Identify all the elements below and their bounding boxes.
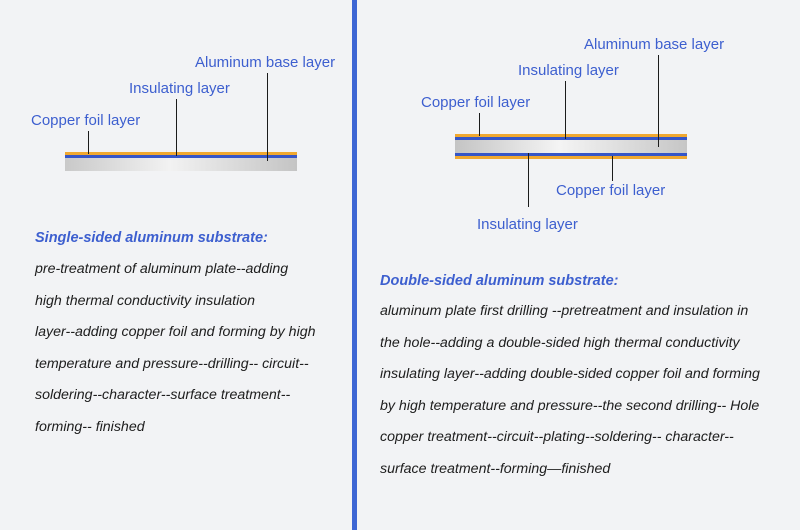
process-line: forming-- finished: [35, 418, 145, 435]
process-line: the hole--adding a double-sided high the…: [380, 334, 740, 351]
process-line: surface treatment--forming—finished: [380, 460, 611, 477]
copper-bottom-leader-line: [612, 156, 613, 181]
label-aluminum-base-layer: Aluminum base layer: [584, 36, 725, 53]
aluminum-leader-line: [658, 55, 659, 147]
label-insulating-layer: Insulating layer: [129, 80, 230, 97]
label-copper-foil-layer-bottom: Copper foil layer: [556, 182, 666, 199]
process-line: pre-treatment of aluminum plate--adding: [35, 261, 289, 277]
copper-foil-layer-bottom: [455, 156, 687, 159]
insulating-leader-line: [176, 99, 177, 156]
double-sided-heading: Double-sided aluminum substrate:: [380, 273, 619, 289]
label-insulating-layer-bottom: Insulating layer: [477, 216, 578, 233]
label-aluminum-base-layer: Aluminum base layer: [195, 54, 336, 71]
double-sided-process-text: aluminum plate first drilling --pretreat…: [380, 296, 760, 486]
aluminum-leader-line: [267, 73, 268, 161]
insulating-bottom-leader-line: [528, 153, 529, 207]
panel-divider: [352, 0, 357, 530]
copper-leader-line: [88, 131, 89, 154]
copper-top-leader-line: [479, 113, 480, 136]
insulating-layer: [65, 155, 297, 158]
single-sided-heading: Single-sided aluminum substrate:: [35, 230, 268, 246]
label-copper-foil-layer-top: Copper foil layer: [421, 94, 531, 111]
label-insulating-layer-top: Insulating layer: [518, 62, 619, 79]
process-line: soldering--character--surface treatment-…: [35, 387, 291, 404]
insulating-layer-bottom: [455, 153, 687, 156]
process-line: layer--adding copper foil and forming by…: [35, 324, 316, 341]
process-line: by high temperature and pressure--the se…: [380, 397, 760, 414]
process-line: temperature and pressure--drilling-- cir…: [35, 355, 309, 372]
copper-foil-layer: [65, 152, 297, 155]
process-line: copper treatment--circuit--plating--sold…: [380, 429, 734, 446]
process-line: insulating layer--adding double-sided co…: [380, 366, 760, 383]
aluminum-base-layer: [455, 140, 687, 153]
aluminum-base-layer: [65, 158, 297, 171]
copper-foil-layer-top: [455, 134, 687, 137]
process-line: aluminum plate first drilling --pretreat…: [380, 303, 749, 319]
insulating-top-leader-line: [565, 81, 566, 139]
label-copper-foil-layer: Copper foil layer: [31, 112, 141, 129]
process-line: high thermal conductivity insulation: [35, 292, 256, 309]
single-sided-process-text: pre-treatment of aluminum plate--adding …: [35, 254, 316, 444]
insulating-layer-top: [455, 137, 687, 140]
